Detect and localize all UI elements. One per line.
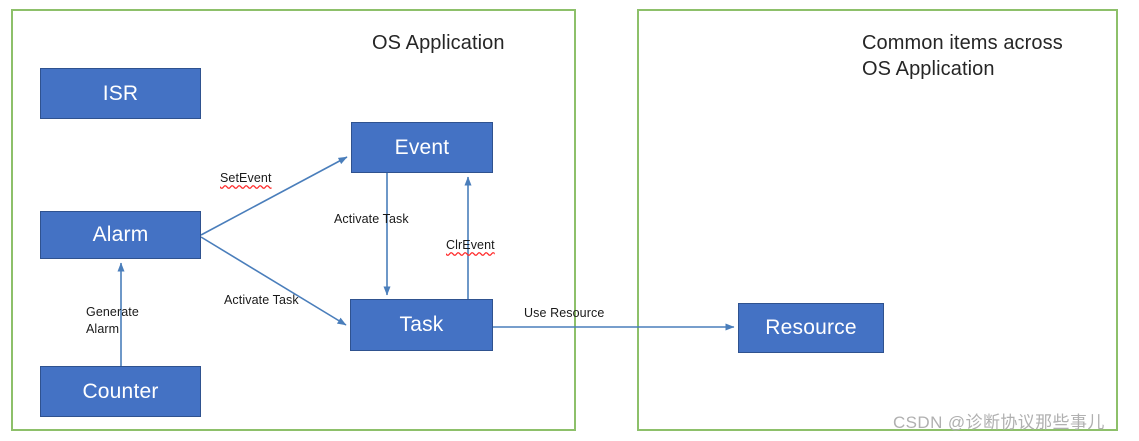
panel-os-application (11, 9, 576, 431)
node-counter[interactable]: Counter (40, 366, 201, 417)
edge-label-setevent: SetEvent (220, 171, 272, 185)
panel-os-application-title: OS Application (372, 32, 505, 54)
edge-label-use-resource: Use Resource (524, 306, 605, 320)
watermark: CSDN @诊断协议那些事儿 (893, 413, 1105, 432)
node-isr[interactable]: ISR (40, 68, 201, 119)
node-resource[interactable]: Resource (738, 303, 884, 353)
edge-label-activate-task-from-alarm: Activate Task (224, 293, 299, 307)
edge-label-activate-task-from-event: Activate Task (334, 212, 409, 226)
edge-label-generate-alarm: Generate Alarm (86, 305, 139, 336)
panel-common-items-title: Common items across OS Application (862, 32, 1063, 80)
edge-label-clrevent: ClrEvent (446, 238, 495, 252)
node-alarm[interactable]: Alarm (40, 211, 201, 259)
node-event[interactable]: Event (351, 122, 493, 173)
node-task[interactable]: Task (350, 299, 493, 351)
panel-common-items (637, 9, 1118, 431)
